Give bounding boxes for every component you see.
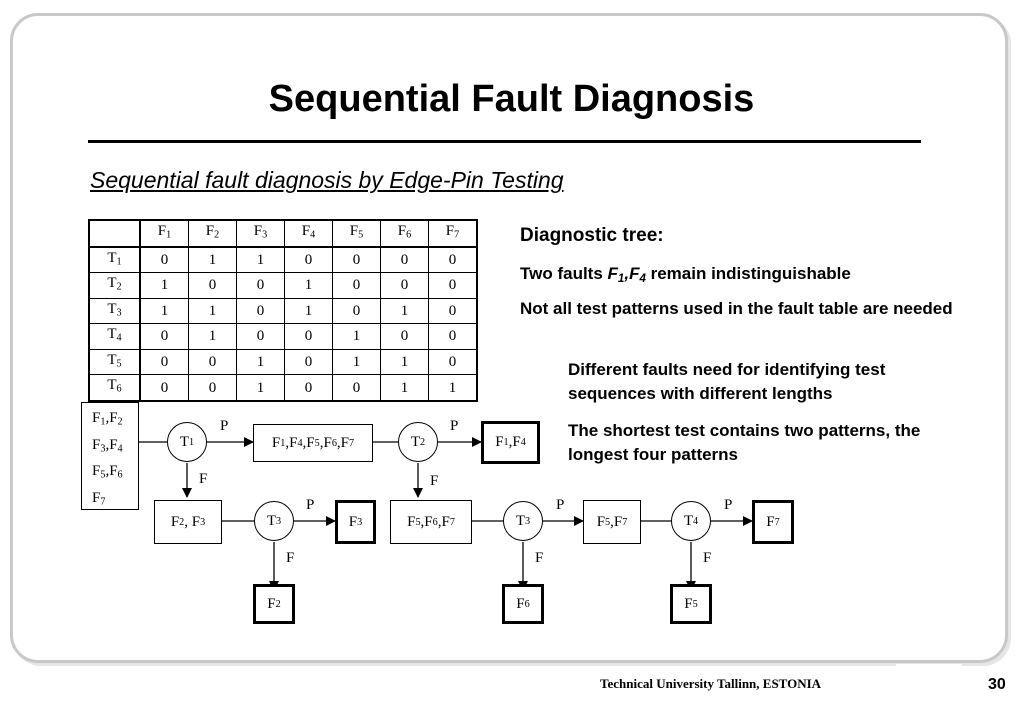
root-fault-set: F1,F2 F3,F4 F5,F6 F7 [81,402,139,510]
note-faults: F1,F4 [607,264,646,285]
table-cell: 1 [188,246,237,274]
table-cell: 0 [380,246,429,274]
table-cell: 1 [236,246,285,274]
note-suffix: remain indistinguishable [645,264,851,283]
table-corner-cell [88,219,141,248]
fault-column-header: F1 [139,219,189,248]
fail-label: F [286,550,295,566]
table-cell: 0 [139,348,189,376]
table-cell: 0 [428,297,478,325]
table-cell: 0 [428,246,478,274]
table-cell: 1 [380,374,429,402]
slide-title: Sequential Fault Diagnosis [268,78,755,120]
table-cell: 0 [284,374,333,402]
note-not-all-patterns: Not all test patterns used in the fault … [520,299,953,318]
table-cell: 0 [139,374,189,402]
table-cell: 1 [380,297,429,325]
table-cell: 0 [188,374,237,402]
table-cell: 0 [380,323,429,350]
note-prefix: Two faults [520,264,608,283]
slide-subtitle: Sequential fault diagnosis by Edge-Pin T… [90,167,564,193]
pass-label: P [450,418,459,434]
test-row-header: T5 [88,348,141,376]
table-cell: 0 [284,323,333,350]
table-cell: 1 [236,374,285,402]
pass-label: P [556,497,565,513]
table-cell: 0 [428,348,478,376]
fail-label: F [703,550,712,566]
root-fault-line: F7 [92,489,106,508]
table-cell: 1 [332,348,381,376]
pass-label: P [724,497,733,513]
table-cell: 0 [284,246,333,274]
root-fault-line: F5,F6 [92,463,123,481]
footer-text: Technical University Tallinn, ESTONIA [600,676,822,691]
fail-label: F [199,471,208,487]
note-different-lengths: Different faults need for identifying te… [568,360,886,403]
fault-column-header: F7 [428,219,478,248]
fail-label: F [535,550,544,566]
pass-label: P [220,418,229,434]
table-cell: 0 [139,246,189,274]
root-fault-line: F1,F2 [92,410,123,428]
table-cell: 1 [188,297,237,325]
diagnostic-tree-heading: Diagnostic tree: [520,225,664,246]
table-cell: 0 [236,272,285,299]
test-row-header: T3 [88,297,141,325]
test-row-header: T1 [88,246,141,274]
fault-column-header: F6 [380,219,429,248]
root-fault-line: F3,F4 [92,436,123,455]
table-cell: 0 [332,246,381,274]
fail-label: F [430,473,439,489]
fault-table-header: F1 F2 F3 F4 F5 F6 F7 [88,219,478,248]
table-cell: 1 [428,374,478,402]
pass-label: P [306,497,315,513]
note-indistinguishable: Two faults F1,F4 remain indistinguishabl… [520,262,851,291]
table-cell: 1 [139,297,189,325]
table-cell: 0 [188,272,237,299]
fault-column-header: F2 [188,219,237,248]
table-cell: 0 [332,374,381,402]
fault-column-header: F5 [332,219,381,248]
fault-column-header: F3 [236,219,285,248]
table-cell: 0 [332,272,381,299]
test-row-header: T6 [88,374,141,402]
fault-column-header: F4 [284,219,333,248]
page-number: 30 [988,676,1006,693]
title-rule [88,140,921,143]
table-cell: 0 [428,323,478,350]
test-row-header: T2 [88,272,141,299]
note-shortest-longest: The shortest test contains two patterns,… [568,421,921,464]
